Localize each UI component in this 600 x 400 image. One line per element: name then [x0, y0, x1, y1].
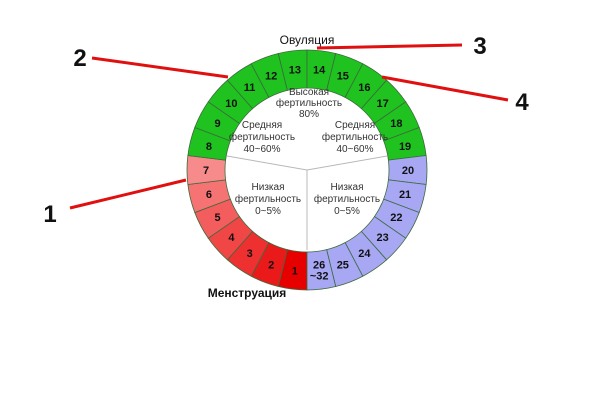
menstruation-label: Менструация [208, 286, 287, 300]
marker-2: 2 [73, 45, 86, 72]
day-number-6: 6 [206, 189, 212, 201]
day-number-24: 24 [358, 248, 371, 260]
zone-low-right-line2: фертильность [314, 193, 380, 205]
zone-mid-right-line3: 40~60% [337, 144, 374, 155]
zone-low-right-line3: 0~5% [334, 206, 360, 217]
ovulation-label: Овуляция [280, 33, 335, 47]
day-number-19: 19 [399, 141, 411, 153]
day-number-9: 9 [215, 118, 221, 130]
day-number-20: 20 [402, 165, 414, 177]
day-number-16: 16 [358, 82, 370, 94]
zone-low-left-line2: фертильность [235, 193, 301, 205]
zone-low-left-line3: 0~5% [255, 206, 281, 217]
zone-low-left-line1: Низкая [252, 182, 285, 193]
day-number-13: 13 [289, 65, 301, 77]
zone-mid-left-line3: 40~60% [244, 144, 281, 155]
day-number-3: 3 [247, 248, 253, 260]
divider-left [226, 155, 308, 171]
day-number-10: 10 [225, 98, 237, 110]
day-number-15: 15 [337, 71, 349, 83]
zone-mid-left-line2: фертильность [229, 131, 295, 143]
day-number-2: 2 [268, 259, 274, 271]
pointer-line-1 [69, 178, 187, 210]
day-number-1: 1 [292, 265, 298, 277]
day-number-4: 4 [228, 232, 235, 244]
marker-3: 3 [473, 33, 486, 60]
day-number-12: 12 [265, 71, 277, 83]
marker-4: 4 [515, 89, 529, 116]
day-number-21: 21 [399, 189, 411, 201]
pointer-line-4 [381, 75, 509, 102]
zone-low-right-line1: Низкая [331, 182, 364, 193]
zone-high-line2: фертильность [276, 97, 342, 109]
day-number-8: 8 [206, 141, 212, 153]
day-number-26: 26~32 [310, 259, 329, 282]
zone-mid-left-line1: Средняя [242, 120, 282, 131]
inner-zones [226, 90, 388, 250]
marker-1: 1 [43, 201, 56, 228]
day-number-7: 7 [203, 165, 209, 177]
pointer-line-2 [91, 56, 229, 79]
zone-mid-right-line2: фертильность [322, 131, 388, 143]
day-number-5: 5 [215, 212, 221, 224]
day-number-22: 22 [390, 212, 402, 224]
day-number-23: 23 [376, 232, 388, 244]
day-number-18: 18 [390, 118, 402, 130]
pointer-line-3 [316, 43, 463, 50]
divider-right [306, 155, 388, 171]
day-segment-26 [306, 249, 337, 291]
zone-high-line1: Высокая [289, 87, 329, 98]
zone-mid-right-line1: Средняя [335, 120, 375, 131]
day-number-14: 14 [313, 65, 326, 77]
day-number-11: 11 [244, 82, 256, 94]
day-number-25: 25 [337, 259, 349, 271]
day-number-17: 17 [376, 98, 388, 110]
zone-high-line3: 80% [299, 109, 319, 120]
